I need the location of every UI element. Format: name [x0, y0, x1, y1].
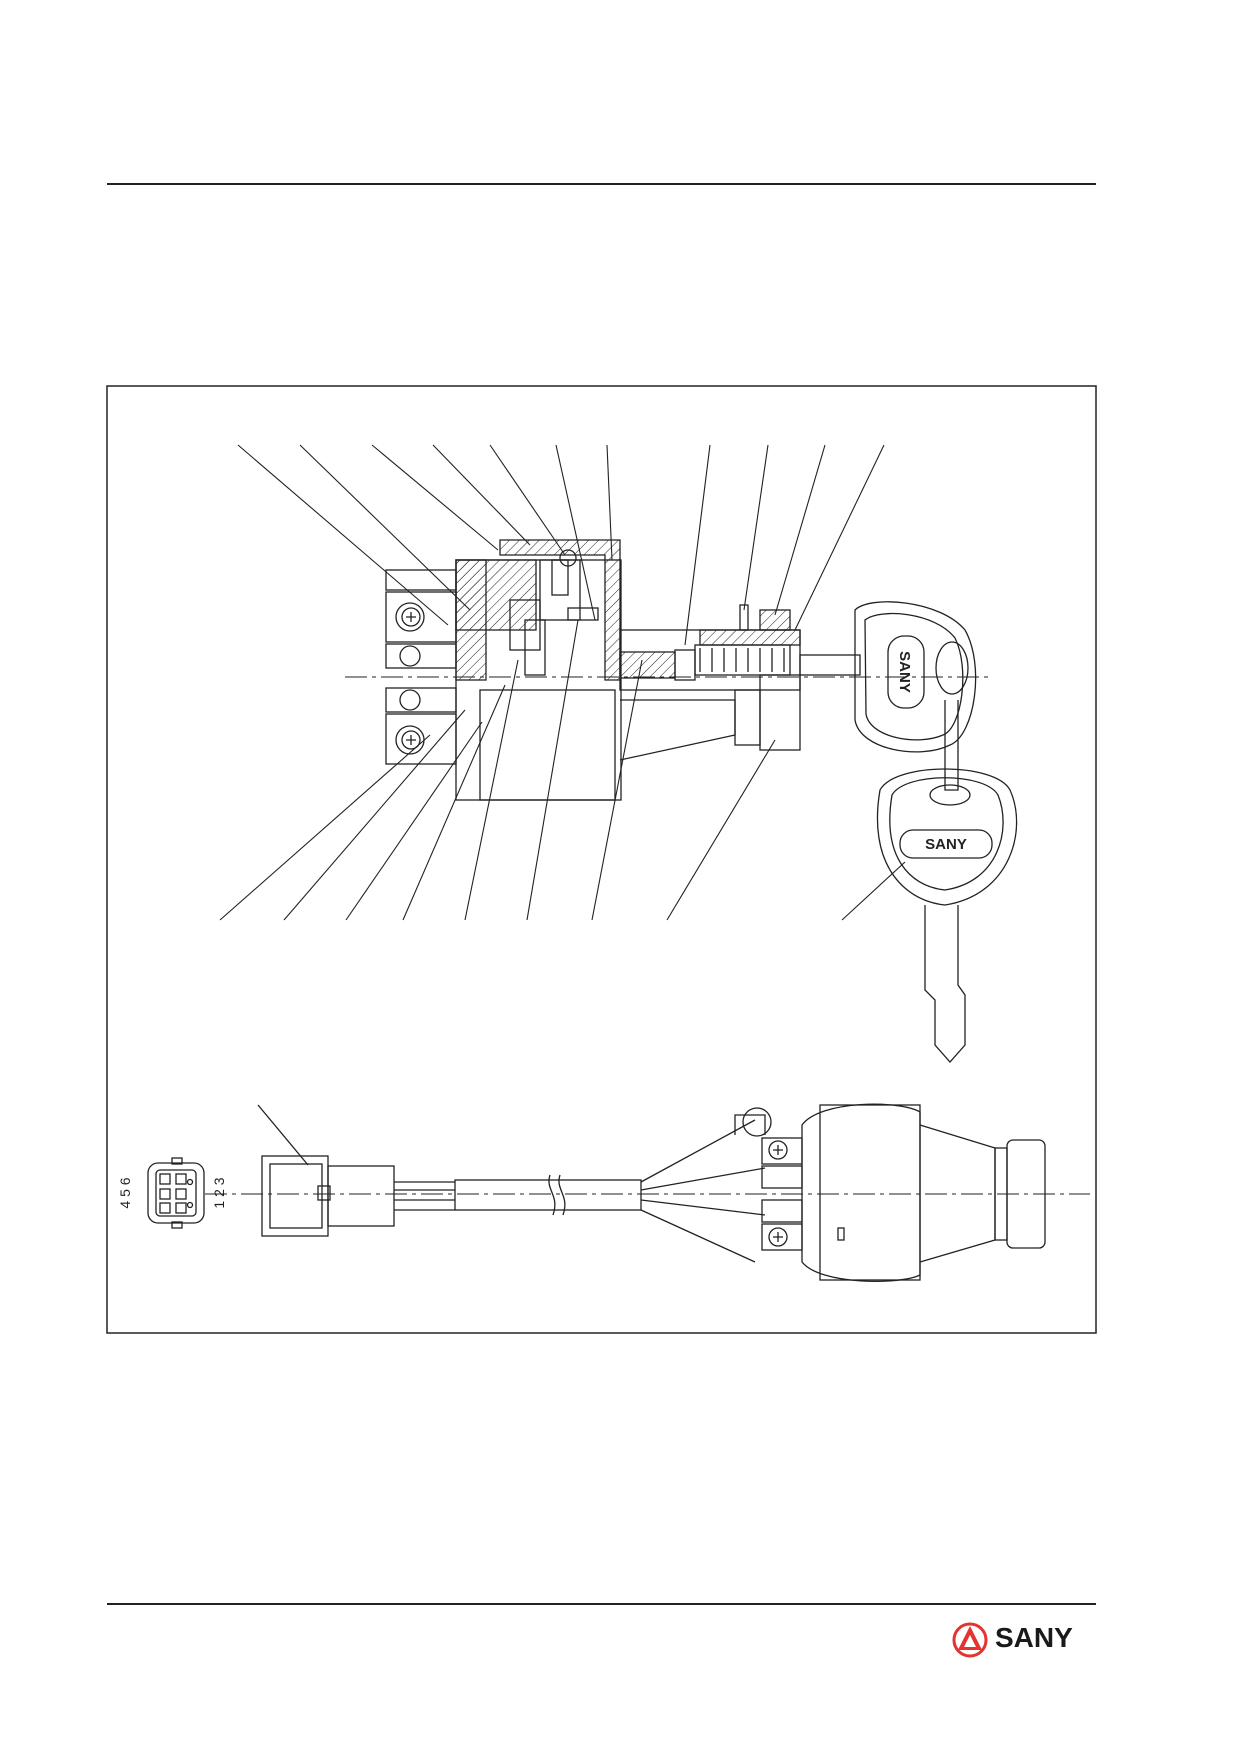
sany-logo: SANY — [950, 1620, 1090, 1660]
pin-labels-top: 4 5 6 — [117, 1177, 133, 1208]
footer-rule — [107, 1603, 1096, 1605]
key-label-lower: SANY — [925, 836, 967, 853]
leader-lines-top — [237, 444, 885, 646]
sany-logo-icon — [952, 1622, 988, 1658]
drawing-frame — [106, 385, 1097, 1334]
key-label-upper: SANY — [896, 651, 913, 693]
screw-head-icon — [401, 607, 421, 750]
wiring-view — [147, 1103, 1090, 1283]
pin-labels-bottom: 1 2 3 — [211, 1177, 227, 1208]
leader-lines-bottom — [219, 619, 906, 921]
brand-name: SANY — [995, 1622, 1073, 1653]
sectional-view — [345, 539, 1018, 1063]
header-rule — [107, 183, 1096, 185]
